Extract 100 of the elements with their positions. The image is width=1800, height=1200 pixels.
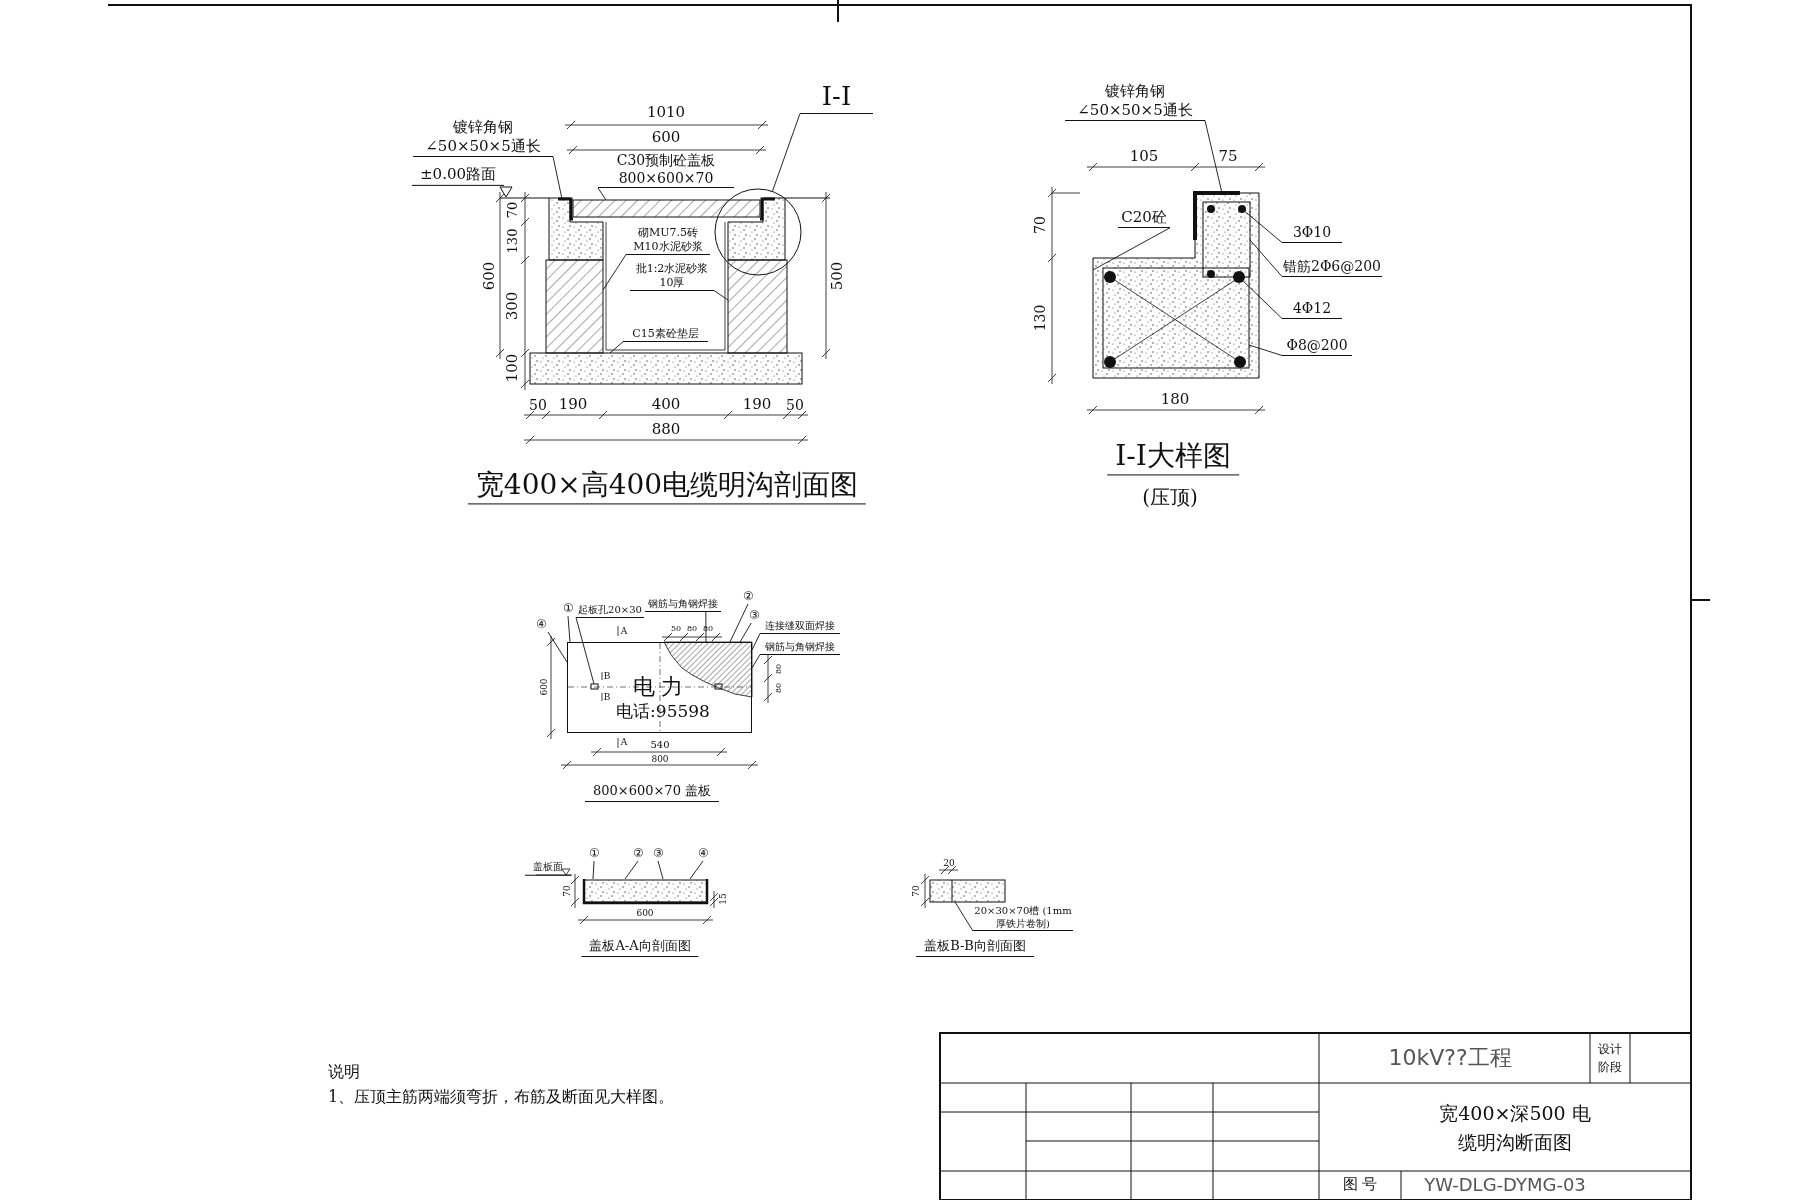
- leader-line: [1248, 344, 1283, 356]
- dimension-text: 600: [538, 678, 550, 696]
- drawing-name: 宽400×深500 电缆明沟断面图: [1438, 1100, 1592, 1154]
- dimension-text: 880: [651, 421, 681, 439]
- callout-number: ①: [561, 601, 575, 616]
- drawing-number: YW-DLG-DYMG-03: [1424, 1174, 1586, 1196]
- cover-slab: [572, 199, 761, 218]
- dimension-text: 50: [670, 624, 682, 634]
- angle-steel: [558, 197, 574, 221]
- leader-line: [609, 341, 624, 354]
- concrete-base: [529, 352, 803, 385]
- leader-line: [547, 631, 568, 663]
- leader-label: 镀锌角钢 ∠50×50×5通长: [1065, 82, 1205, 121]
- note-text: 1、压顶主筋两端须弯折，布筋及断面见大样图。: [328, 1087, 675, 1107]
- dimension-text: 190: [558, 396, 588, 414]
- leader-line: [771, 113, 801, 192]
- stirrup: [1202, 201, 1251, 278]
- dimension-text: 20: [943, 857, 955, 869]
- title-block-text: 图 号: [1342, 1176, 1378, 1194]
- elevation-text: 盖板面: [525, 860, 571, 876]
- elevation-text: ±0.00路面: [412, 165, 504, 187]
- leader-label: I-I: [800, 80, 873, 114]
- callout-number: ④: [534, 617, 548, 632]
- leader-label: 砌MU7.5砖 M10水泥砂浆: [626, 226, 710, 255]
- rebar: [1233, 271, 1245, 283]
- dimension-text: 70: [561, 885, 573, 897]
- leader-line: [1204, 120, 1223, 194]
- leader-label: 起板孔20×30: [576, 604, 644, 618]
- leader-label: Φ8@200: [1282, 337, 1352, 356]
- leader-label: 20×30×70槽 (1mm厚铁片卷制): [973, 905, 1073, 931]
- leader-line: [1242, 280, 1283, 319]
- leader-label: 批1:2水泥砂浆 10厚: [630, 262, 714, 291]
- dimension-text: 80: [686, 624, 698, 634]
- leader-line: [567, 615, 571, 643]
- dimension-text: 300: [504, 291, 522, 321]
- plate-marking: 电话:95598: [616, 701, 710, 721]
- leader-line: [705, 611, 707, 643]
- leader-label: C15素砼垫层: [623, 327, 708, 342]
- notes-heading: 说明: [328, 1062, 360, 1082]
- drawing-title: 宽400×高400电缆明沟剖面图: [467, 469, 867, 505]
- leader-line: [729, 603, 749, 643]
- section-mark: B: [603, 670, 611, 682]
- leader-line: [624, 860, 639, 880]
- section-mark: A: [620, 736, 628, 748]
- callout-number: ①: [587, 846, 601, 861]
- section-mark: B: [603, 691, 611, 703]
- dimension-text: 105: [1129, 148, 1159, 166]
- drawing-subtitle: (压顶): [1142, 485, 1198, 509]
- leader-label: 4Φ12: [1282, 300, 1342, 319]
- cover-plate-section: [929, 879, 1006, 903]
- callout-number: ④: [696, 846, 710, 861]
- leader-label: 3Φ10: [1282, 224, 1342, 243]
- callout-number: ②: [631, 846, 645, 861]
- leader-line: [552, 156, 563, 200]
- project-name: 10kV??工程: [1388, 1045, 1512, 1071]
- cover-plate-section: [582, 879, 709, 905]
- dimension-text: 50: [529, 396, 547, 414]
- dimension-text: 70: [1031, 216, 1049, 234]
- leader-label: 钢筋与角钢焊接: [760, 641, 840, 655]
- leader-line: [713, 290, 729, 301]
- dimension-text: 500: [829, 261, 847, 291]
- lifting-hole: [590, 683, 599, 690]
- dimension-text: 80: [774, 663, 784, 675]
- dimension-text: 15: [717, 893, 729, 905]
- brick-wall: [727, 259, 788, 354]
- dimension-text: 180: [1160, 391, 1190, 409]
- dimension-text: 540: [650, 739, 670, 751]
- stirrup: [1102, 267, 1250, 369]
- leader-line: [575, 617, 595, 685]
- dimension-text: 75: [1218, 148, 1238, 166]
- plate-marking: 电 力: [632, 674, 684, 700]
- dimension-text: 80: [774, 682, 784, 694]
- leader-line: [689, 860, 704, 880]
- welded-rebar-area: [663, 641, 753, 698]
- drawing-title: I-I大样图: [1107, 440, 1239, 476]
- drawing-title: 盖板A-A向剖面图: [581, 939, 699, 957]
- dimension-text: 100: [504, 353, 522, 383]
- leader-line: [592, 860, 595, 880]
- callout-number: ③: [747, 608, 761, 623]
- section-mark: A: [620, 625, 628, 637]
- leader-label: 镀锌角钢 ∠50×50×5通长: [413, 118, 553, 157]
- leader-line: [954, 901, 974, 932]
- dimension-text: 400: [651, 396, 681, 414]
- leader-label: 连接缝双面焊接: [760, 620, 840, 634]
- dimension-text: 80: [702, 624, 714, 634]
- leader-line: [597, 187, 607, 201]
- leader-line: [1249, 239, 1283, 277]
- leader-label: 错筋2Φ6@200: [1282, 258, 1382, 277]
- coping-block: [1092, 192, 1260, 379]
- dimension-text: 1010: [646, 104, 686, 122]
- leader-label: 钢筋与角钢焊接: [645, 598, 721, 612]
- cover-plate: [567, 642, 752, 733]
- callout-number: ②: [741, 589, 755, 604]
- dimension-text: 130: [1031, 304, 1049, 332]
- dimension-text: 50: [786, 396, 804, 414]
- leader-line: [739, 622, 752, 643]
- callout-number: ③: [651, 846, 665, 861]
- dimension-text: 70: [910, 885, 922, 897]
- leader-line: [657, 860, 664, 880]
- dimension-text: 600: [481, 261, 499, 291]
